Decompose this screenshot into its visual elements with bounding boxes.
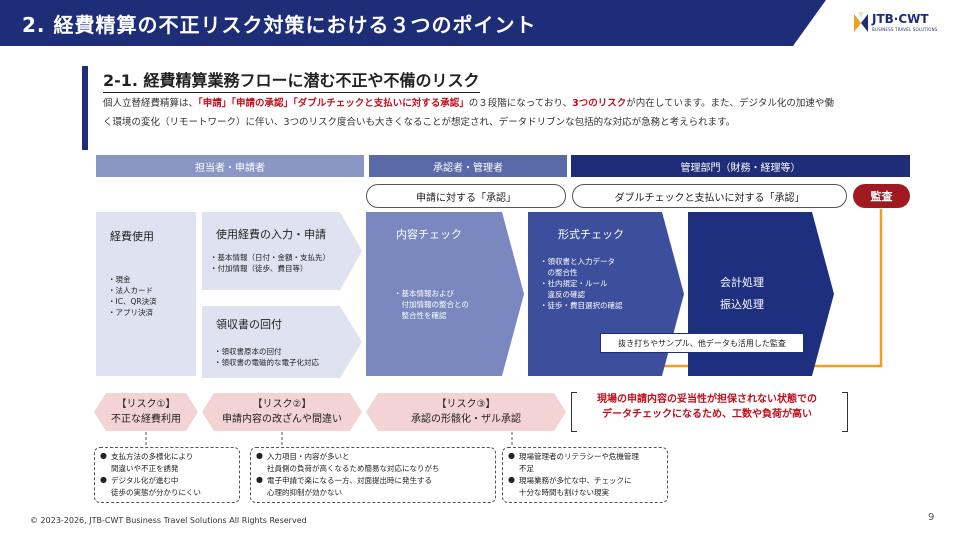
list-item: ・領収書原本の回付 — [214, 347, 282, 356]
risk-3-body: 承認の形骸化・ザル承認 — [411, 414, 521, 425]
logo-mark-icon — [854, 12, 868, 32]
risk-4-note: 現場の申請内容の妥当性が担保されない状態での データチェックになるため、工数や負… — [567, 392, 847, 422]
risk-1: 【リスク①】 不正な経費利用 — [94, 393, 198, 431]
flow-content-check-title: 内容チェック — [396, 228, 462, 241]
flow-expense-use: 経費使用 ・現金 ・法人カード ・IC、QR決済 ・アプリ決済 — [96, 212, 196, 376]
approval-pill-double-check: ダブルチェックと支払いに対する「承認」 — [572, 184, 847, 208]
bullet-icon: ● — [508, 475, 515, 484]
list-item: ・徒歩・費目選択の確認 — [540, 301, 623, 310]
note-line: 間違いや不正を誘発 — [111, 464, 179, 473]
note-risk-2: ● 入力項目・内容が多いと 社員側の負荷が高くなるため簡易な対応になりがち ● … — [250, 447, 496, 503]
approval-pill-application: 申請に対する「承認」 — [366, 184, 566, 208]
note-line: 支払方法の多様化により — [111, 452, 194, 461]
note-line: 現場管理者のリテラシーや危機管理 — [519, 452, 639, 461]
list-item: 整合性を確認 — [394, 311, 447, 320]
role-approver: 承認者・管理者 — [369, 155, 567, 177]
desc-highlight-risks: 3つのリスク — [572, 98, 627, 109]
bracket-right — [842, 392, 848, 432]
list-item: ・アプリ決済 — [108, 308, 153, 317]
flow-entry-title: 使用経費の入力・申請 — [216, 228, 326, 241]
list-item: ・IC、QR決済 — [108, 297, 157, 306]
bullet-icon: ● — [508, 451, 515, 460]
desc-part: 個人立替経費精算は、 — [103, 98, 199, 109]
audit-method-label: 抜き打ちやサンプル、他データも活用した監査 — [600, 333, 804, 353]
list-item: ・基本情報（日付・金額・支払先） — [210, 253, 330, 262]
flow-content-check-list: ・基本情報および 付加情報の整合との 整合性を確認 — [394, 288, 469, 321]
flow-expense-use-list: ・現金 ・法人カード ・IC、QR決済 ・アプリ決済 — [108, 274, 157, 318]
role-admin: 管理部門（財務・経理等） — [571, 155, 910, 177]
desc-part: が内在し — [626, 98, 664, 109]
bullet-icon: ● — [256, 475, 263, 484]
role-applicant: 担当者・申請者 — [96, 155, 364, 177]
list-item: ・付加情報（徒歩、費目等） — [210, 264, 308, 273]
section-accent-bar — [82, 66, 88, 150]
desc-highlight-stages: 「申請」「申請の承認」「ダブルチェックと支払いに対する承認」 — [198, 98, 469, 109]
flow-entry-list: ・基本情報（日付・金額・支払先） ・付加情報（徒歩、費目等） — [210, 252, 330, 274]
logo-text: JTB·CWT — [872, 12, 929, 26]
note-risk-1: ● 支払方法の多様化により 間違いや不正を誘発 ● デジタル化が進む中 徒歩の実… — [94, 447, 240, 503]
flow-accounting-line2: 振込処理 — [720, 298, 764, 311]
flow-receipt-list: ・領収書原本の回付 ・領収書の電磁的な電子化対応 — [214, 346, 319, 368]
risk-2-body: 申請内容の改ざんや間違い — [222, 414, 342, 425]
page-number: 9 — [928, 512, 935, 523]
note-line: 十分な時間も割けない現実 — [519, 488, 609, 497]
list-item: ・領収書の電磁的な電子化対応 — [214, 358, 319, 367]
note-line: デジタル化が進む中 — [111, 476, 179, 485]
flow-entry: 使用経費の入力・申請 ・基本情報（日付・金額・支払先） ・付加情報（徒歩、費目等… — [202, 212, 362, 290]
flow-accounting-line1: 会計処理 — [720, 276, 764, 289]
flow-receipt-title: 領収書の回付 — [216, 318, 282, 331]
note-line: 心理的抑制が効かない — [267, 488, 342, 497]
section-description: 個人立替経費精算は、「申請」「申請の承認」「ダブルチェックと支払いに対する承認」… — [103, 94, 839, 132]
note-line: 現場業務が多忙な中、チェックに — [519, 476, 632, 485]
note-line: 入力項目・内容が多いと — [267, 452, 350, 461]
list-item: ・現金 — [108, 275, 131, 284]
risk-4-line: 現場の申請内容の妥当性が担保されない状態での — [597, 394, 817, 405]
note-line: 徒歩の実態が分かりにくい — [111, 488, 201, 497]
desc-part: ています。また、デジタル化の加速や働く環境の変化（リモートワーク）に伴い、3つの… — [103, 98, 834, 128]
flow-expense-use-title: 経費使用 — [110, 230, 154, 243]
list-item: ・領収書と入力データ — [540, 257, 615, 266]
bullet-icon: ● — [256, 451, 263, 460]
copyright: © 2023-2026, JTB-CWT Business Travel Sol… — [30, 516, 307, 525]
list-item: ・社内規定・ルール — [540, 279, 608, 288]
note-risk-3: ● 現場管理者のリテラシーや危機管理 不足 ● 現場業務が多忙な中、チェックに … — [502, 447, 668, 503]
note-line: 社員側の負荷が高くなるため簡易な対応になりがち — [267, 464, 440, 473]
bullet-icon: ● — [100, 451, 107, 460]
title-bar — [0, 0, 826, 46]
company-logo: JTB·CWT BUSINESS TRAVEL SOLUTIONS — [852, 12, 948, 36]
desc-part: の３段階になっており、 — [468, 98, 573, 109]
list-item: 違反の確認 — [540, 290, 585, 299]
risk-2-head: 【リスク②】 — [252, 399, 312, 410]
list-item: の整合性 — [540, 268, 578, 277]
risk-3: 【リスク③】 承認の形骸化・ザル承認 — [366, 393, 566, 431]
list-item: ・基本情報および — [394, 289, 454, 298]
risk-2: 【リスク②】 申請内容の改ざんや間違い — [202, 393, 362, 431]
page-title: 2. 経費精算の不正リスク対策における３つのポイント — [22, 13, 537, 37]
bullet-icon: ● — [100, 475, 107, 484]
risk-3-head: 【リスク③】 — [436, 399, 496, 410]
note-line: 電子申請で楽になる一方、対面提出時に発生する — [267, 476, 432, 485]
flow-format-check-title: 形式チェック — [558, 228, 624, 241]
risk-1-body: 不正な経費利用 — [111, 414, 181, 425]
list-item: 付加情報の整合との — [394, 300, 469, 309]
note-line: 不足 — [519, 464, 534, 473]
flow-content-check: 内容チェック ・基本情報および 付加情報の整合との 整合性を確認 — [366, 212, 524, 376]
bracket-left — [571, 392, 577, 432]
risk-1-head: 【リスク①】 — [116, 399, 176, 410]
section-subtitle: 2-1. 経費精算業務フローに潜む不正や不備のリスク — [103, 67, 480, 93]
list-item: ・法人カード — [108, 286, 153, 295]
flow-receipt: 領収書の回付 ・領収書原本の回付 ・領収書の電磁的な電子化対応 — [202, 306, 362, 378]
risk-4-line: データチェックになるため、工数や負荷が高い — [602, 409, 812, 420]
logo-subtext: BUSINESS TRAVEL SOLUTIONS — [872, 27, 938, 32]
audit-badge: 監査 — [853, 184, 910, 208]
flow-format-check-list: ・領収書と入力データ の整合性 ・社内規定・ルール 違反の確認 ・徒歩・費目選択… — [540, 256, 623, 311]
